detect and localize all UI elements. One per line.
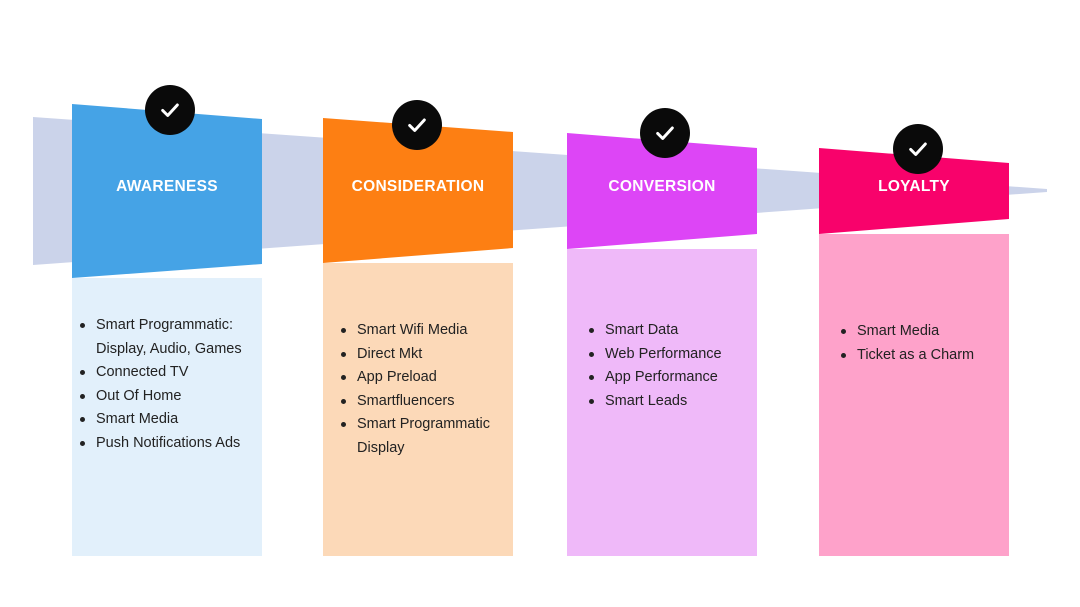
list-item: Smart Wifi Media bbox=[339, 319, 513, 343]
stage-awareness: AWARENESS Smart Programmatic: Display, A… bbox=[72, 104, 262, 556]
stage-body bbox=[819, 234, 1009, 556]
list-item: Push Notifications Ads bbox=[78, 432, 262, 456]
list-item: Ticket as a Charm bbox=[839, 344, 1009, 368]
checkmark-icon bbox=[640, 108, 690, 158]
stage-header bbox=[819, 148, 1009, 234]
stage-header bbox=[72, 104, 262, 278]
list-item: Smart Leads bbox=[587, 390, 757, 414]
stage-title: AWARENESS bbox=[116, 178, 218, 195]
stage-items-list: Smart Programmatic: Display, Audio, Game… bbox=[78, 314, 262, 456]
list-item: Smart Media bbox=[839, 320, 1009, 344]
list-item: Out Of Home bbox=[78, 385, 262, 409]
stage-title: CONSIDERATION bbox=[351, 178, 485, 195]
stage-header bbox=[567, 133, 757, 249]
list-item: Smartfluencers bbox=[339, 390, 513, 414]
stage-title: LOYALTY bbox=[878, 178, 950, 195]
list-item: Smart Media bbox=[78, 408, 262, 432]
list-item: Direct Mkt bbox=[339, 343, 513, 367]
checkmark-icon bbox=[893, 124, 943, 174]
stage-title: CONVERSION bbox=[608, 178, 716, 195]
list-item: App Performance bbox=[587, 366, 757, 390]
checkmark-icon bbox=[145, 85, 195, 135]
list-item: Web Performance bbox=[587, 343, 757, 367]
stage-body bbox=[323, 263, 513, 556]
list-item: Smart Data bbox=[587, 319, 757, 343]
list-item: Connected TV bbox=[78, 361, 262, 385]
list-item: Smart Programmatic: Display, Audio, Game… bbox=[78, 314, 262, 361]
checkmark-icon bbox=[392, 100, 442, 150]
list-item: App Preload bbox=[339, 366, 513, 390]
stage-body bbox=[567, 249, 757, 556]
stage-header bbox=[323, 118, 513, 263]
list-item: Smart Programmatic Display bbox=[339, 413, 513, 460]
stage-body bbox=[72, 278, 262, 556]
